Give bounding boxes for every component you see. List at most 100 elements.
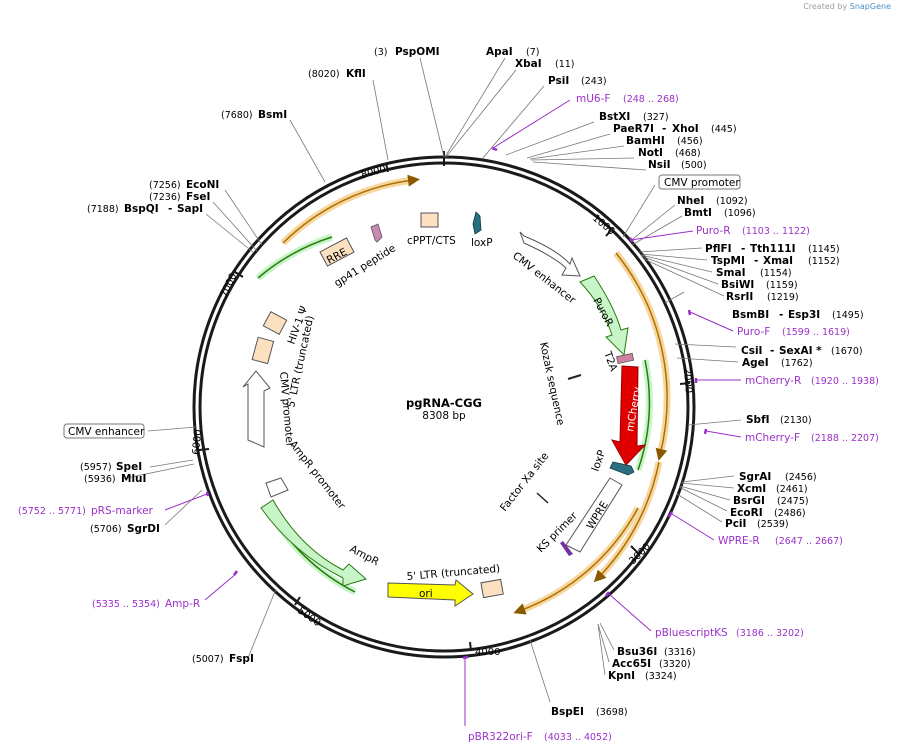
bstxi-label: BstXI [599,111,630,123]
wpre-arrow [565,477,623,553]
kpni-pos: (3324) [645,671,677,682]
orange-arc-lower-core [593,461,660,583]
econi-pos: (7256) [149,180,181,191]
orange-arc-ks-core [513,507,639,615]
pbr322orif-pos: (4033 .. 4052) [544,732,612,743]
cmv-promoter-box [658,174,741,190]
cmv-enhancer-box-label: CMV enhancer [68,426,145,438]
fspi-pos: (5007) [192,654,224,665]
sgrdi-pos: (5706) [90,524,122,535]
xhoi-label: XhoI [672,123,699,135]
econi-label: EcoNI [186,179,219,191]
prsmarker-label: pRS-marker [91,505,154,517]
ampr-arrow [260,499,368,587]
t2a-box [616,352,635,365]
spei-pos: (5957) [80,462,112,473]
factor-xa-mark [536,492,549,504]
xcmi-label: XcmI [737,483,766,495]
svg-text:6000: 6000 [191,429,204,455]
bsrgi-label: BsrGI [733,495,765,507]
bsu36i-label: Bsu36I [617,646,657,658]
ampr-primer-label: Amp-R [165,598,200,610]
ampr-promoter-arrow [265,477,289,498]
cmv-promoter-box-label: CMV promoter [664,177,740,189]
green-arc-left [255,233,334,281]
bspqi-sep: - [168,203,172,215]
svg-text:1000: 1000 [590,213,617,238]
fspi-label: FspI [229,653,254,665]
bspqi-label: BspQI [124,203,159,215]
tspmi-sep: - [754,255,758,267]
sgrdi-label: SgrDI [127,523,160,535]
tth111i-pos: (1145) [808,244,840,255]
bsrgi-pos: (2475) [777,496,809,507]
pbr322orif-label: pBR322ori-F [468,731,533,743]
xcmi-pos: (2461) [776,484,808,495]
bsiwi-label: BsiWI [721,279,754,291]
ks-primer-mark [560,541,573,556]
bmti-label: BmtI [684,207,712,219]
noti-label: NotI [638,147,663,159]
xbai-pos: (11) [555,59,575,70]
paer7i-label: PaeR7I [613,123,654,135]
nsii-label: NsiI [648,159,671,171]
agei-pos: (1762) [781,358,813,369]
bamhi-label: BamHI [626,135,665,147]
bmti-pos: (1096) [724,208,756,219]
esp3i-pos: (1495) [832,310,864,321]
wprer-label: WPRE-R [718,535,760,547]
cmv-promoter-inner-arrow [242,370,271,448]
loxp-top-label: loxP [471,237,493,249]
apai-pos: (7) [526,47,539,58]
orange-arc-top-left-core [282,174,420,244]
bsmi-label: BsmI [258,109,287,121]
kfli-pos: (8020) [308,69,340,80]
xmai-label: XmaI [763,255,793,267]
acc65i-label: Acc65I [612,658,651,670]
plasmid-size: 8308 bp [422,410,466,422]
bsiwi-pos: (1159) [766,280,798,291]
rsrii-label: RsrII [726,291,753,303]
tspmi-label: TspMI [711,255,745,267]
xbai-label: XbaI [515,58,542,70]
pbluescriptks-label: pBluescriptKS [655,627,728,639]
tick-8000: 8000 [360,162,389,181]
svg-text:2000: 2000 [681,367,694,393]
purof-pos: (1599 .. 1619) [782,327,850,338]
snapgene-logo: SnapGene [849,2,891,11]
sapi-pos: (7188) [87,204,119,215]
mcherryr-label: mCherry-R [745,375,801,387]
fsei-pos: (7236) [149,192,181,203]
svg-text:8000: 8000 [360,164,387,181]
leader-lines [121,57,742,703]
credit-prefix: Created by [803,2,848,11]
spei-label: SpeI [116,461,142,473]
pspomi-label: PspOMI [395,46,440,58]
puror-label: Puro-R [696,225,731,237]
esp3i-label: Esp3I [788,309,820,321]
mu6f-pos: (248 .. 268) [623,94,679,105]
puroR-arrow [579,275,629,357]
smai-pos: (1154) [760,268,792,279]
orange-arc-top-left [280,176,415,246]
pcii-pos: (2539) [757,519,789,530]
ltr-3-label: 5' LTR (truncated) [406,563,500,583]
primer-marks [205,146,708,660]
mcherryr-pos: (1920 .. 1938) [811,376,879,387]
smai-label: SmaI [716,267,746,279]
pspomi-pos: (3) [374,47,387,58]
purof-label: Puro-F [737,326,770,338]
svg-text:7000: 7000 [219,272,240,300]
pcii-label: PciI [725,518,746,530]
agei-label: AgeI [742,357,769,369]
bsmbi-label: BsmBI [732,309,769,321]
mcherryf-label: mCherry-F [745,432,800,444]
fsei-label: FseI [186,191,210,203]
nhei-pos: (1092) [716,196,748,207]
sgrai-pos: (2456) [785,472,817,483]
sexai-label: SexAI * [779,345,822,357]
cmv-enhancer-label: CMV enhancer [510,250,578,307]
ampr-label: AmpR [348,543,381,568]
rre-box [319,237,355,267]
acc65i-pos: (3320) [659,659,691,670]
